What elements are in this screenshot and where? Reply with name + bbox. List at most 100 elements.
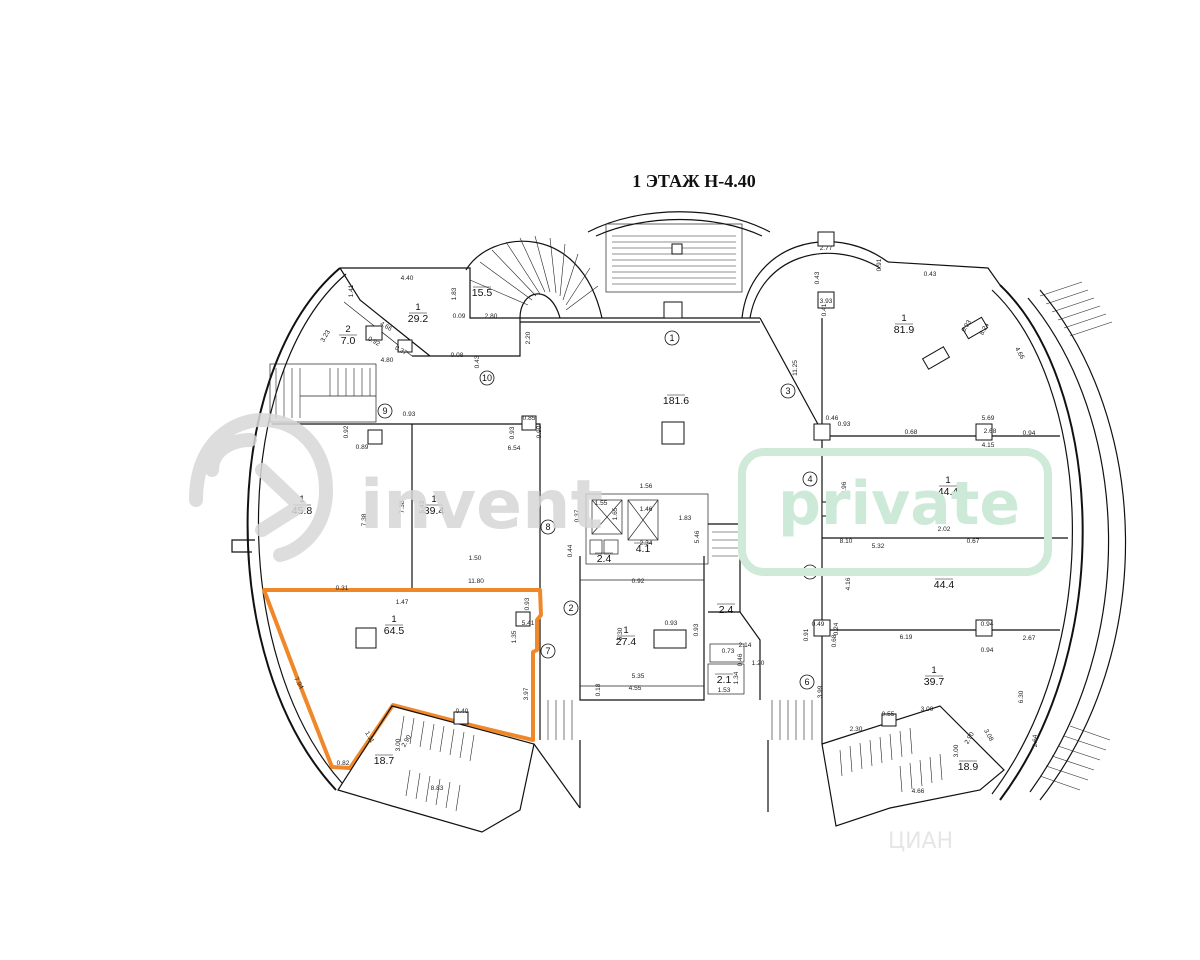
dimension-label: 8.83 xyxy=(431,785,444,792)
axis-label: 3 xyxy=(785,386,790,396)
dimension-label: 5.69 xyxy=(982,415,995,422)
room-number: 1 xyxy=(901,313,906,324)
dimension-label: 1.56 xyxy=(640,483,653,490)
axis-circle xyxy=(799,674,815,690)
dimension-label: 2.67 xyxy=(1023,635,1036,642)
dimension-label: 0.82 xyxy=(337,760,350,767)
axis-circle xyxy=(479,370,495,386)
room-area: 81.9 xyxy=(894,324,915,336)
private-watermark: private xyxy=(738,448,1052,576)
axis-circle xyxy=(664,330,680,346)
dimension-label: 1.47 xyxy=(396,599,409,606)
room-number: 1 xyxy=(415,302,420,313)
dimension-label: 0.08 xyxy=(451,352,464,359)
dimension-label: 0.91 xyxy=(876,258,883,271)
dimension-label: 3.00 xyxy=(921,706,934,713)
dimension-label: 11.25 xyxy=(792,360,799,376)
dimension-label: 6.30 xyxy=(1018,690,1025,703)
dimension-label: 3.97 xyxy=(523,687,530,700)
dimension-label: 1.50 xyxy=(469,555,482,562)
dimension-label: 0.49 xyxy=(812,621,825,628)
axis-label: 1 xyxy=(669,333,674,343)
room-area: 181.6 xyxy=(663,395,689,407)
plan-title: 1 ЭТАЖ Н-4.40 xyxy=(632,171,756,191)
dimension-label: 0.93 xyxy=(838,421,851,428)
dimension-label: 0.44 xyxy=(567,544,574,557)
dimension-label: 4.55 xyxy=(629,685,642,692)
dimension-label: 0.94 xyxy=(981,647,994,654)
dimension-label: 10.78 xyxy=(827,497,834,514)
dimension-label: 0.41 xyxy=(821,303,828,316)
axis-circle xyxy=(563,600,579,616)
source-watermark: ЦИАН xyxy=(888,829,953,854)
dimension-label: 0.67 xyxy=(967,538,980,545)
dimension-label: 1.53 xyxy=(718,687,731,694)
rooms-right xyxy=(759,231,1068,744)
dimension-label: 0.92 xyxy=(343,425,350,438)
room-area: 2.1 xyxy=(717,674,732,686)
room-area: 2.4 xyxy=(719,604,734,616)
dimension-label: 0.96 xyxy=(841,481,848,494)
rooms-left-middle xyxy=(272,415,541,590)
dimension-label: 5.35 xyxy=(632,673,645,680)
dimension-label: 0.46 xyxy=(826,415,839,422)
porch-stair xyxy=(612,235,736,319)
room-area: 29.2 xyxy=(408,313,429,325)
dimension-label: 0.90 xyxy=(536,425,543,438)
dimension-label: 0.46 xyxy=(737,653,744,666)
dimension-label: 4.80 xyxy=(381,357,394,364)
axis-label: 4 xyxy=(807,474,812,484)
dimension-label: 2.02 xyxy=(938,526,951,533)
stair-core-bottom-left xyxy=(337,700,581,833)
dimension-label: 0.31 xyxy=(336,585,349,592)
dimension-label: 2.30 xyxy=(850,726,863,733)
dimension-label: 1.83 xyxy=(451,287,458,300)
spiral-stair-left xyxy=(465,235,603,319)
dimension-label: 4.66 xyxy=(912,788,925,795)
room-number: 1 xyxy=(931,665,936,676)
dimension-label: 8.10 xyxy=(840,538,853,545)
room-area: 39.7 xyxy=(924,676,945,688)
dimension-label: 0.92 xyxy=(632,578,645,585)
dimension-label: 2.14 xyxy=(739,642,752,649)
axis-circle xyxy=(377,403,393,419)
dimension-label: 0.93 xyxy=(403,411,416,418)
dimension-label: 1.35 xyxy=(511,630,518,643)
room-area: 18.9 xyxy=(958,761,979,773)
room-area: 15.5 xyxy=(472,287,493,299)
dimension-label: 3.00 xyxy=(395,738,402,751)
dimension-label: 2.34 xyxy=(640,540,653,547)
axis-label: 9 xyxy=(382,406,387,416)
rooms-top-left xyxy=(339,267,521,357)
dimension-label: 3.08 xyxy=(982,728,995,743)
dimension-label: 0.93 xyxy=(509,426,516,439)
dimension-label: 0.93 xyxy=(524,597,531,610)
dimension-label: 7.38 xyxy=(399,500,406,513)
dimension-label: 2.77 xyxy=(820,245,833,252)
axis-label: 8 xyxy=(545,522,550,532)
room-number: 1 xyxy=(945,475,950,486)
room-area: 4.1 xyxy=(636,543,651,555)
dimension-label: 4.40 xyxy=(401,275,414,282)
axis-label: 10 xyxy=(482,373,492,383)
dimension-label: 2.64 xyxy=(1032,734,1039,747)
room-area: 64.5 xyxy=(384,625,405,637)
room-area: 7.0 xyxy=(341,335,356,347)
dimension-label: 4.15 xyxy=(982,442,995,449)
dimension-label: 3.23 xyxy=(320,329,333,344)
dimension-label: 3.00 xyxy=(953,744,960,757)
axis-label: 7 xyxy=(545,646,550,656)
dimension-label: 0.24 xyxy=(833,622,840,635)
room-area: 44.4 xyxy=(934,579,955,591)
dimension-label: 1.65 xyxy=(612,507,619,520)
watermark-brand: invent xyxy=(360,466,603,545)
room-area: 18.7 xyxy=(374,755,395,767)
dimension-label: 2.80 xyxy=(485,313,498,320)
room-area: 39.4 xyxy=(424,505,445,517)
dimension-label: 0.09 xyxy=(453,313,466,320)
dimension-label: 0.18 xyxy=(595,683,602,696)
dimension-label: 0.43 xyxy=(924,271,937,278)
rooms-small xyxy=(707,523,761,700)
room-area: 44.4 xyxy=(938,486,959,498)
